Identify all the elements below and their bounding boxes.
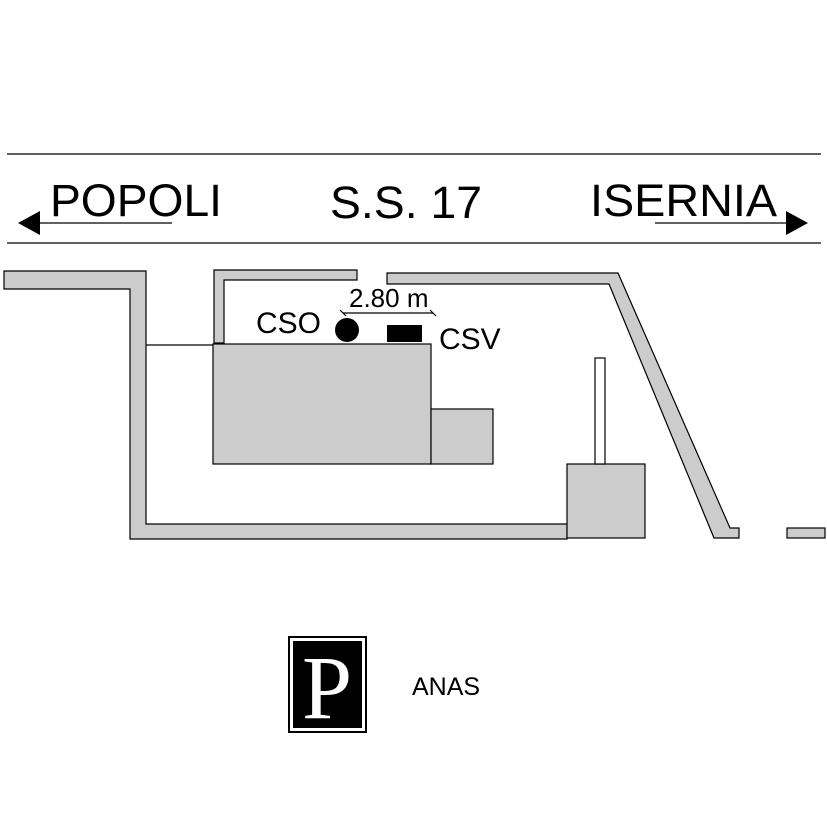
pole [594, 357, 606, 465]
org-label: ANAS [412, 673, 480, 701]
cso-marker-icon [335, 318, 359, 342]
csv-label: CSV [439, 323, 501, 356]
boundary-wall-segment [786, 527, 826, 539]
boundary-wall-left [3, 270, 568, 540]
logo-glyph: P [302, 639, 352, 738]
left-arrow-icon [18, 211, 172, 235]
main-building [212, 343, 432, 465]
direction-isernia: ISERNIA [590, 175, 777, 226]
distance-label: 2.80 m [349, 283, 429, 313]
right-arrow-icon [655, 211, 808, 235]
building-annex [430, 408, 494, 465]
csv-marker-icon [387, 325, 422, 342]
road-name: S.S. 17 [330, 177, 482, 228]
corner-building [566, 463, 646, 539]
boundary-wall-right [386, 272, 740, 539]
distance-dimension [339, 309, 437, 317]
cso-label: CSO [256, 307, 321, 340]
anas-logo: P [288, 636, 367, 738]
direction-popoli: POPOLI [50, 175, 222, 226]
boundary-wall-gate-left [213, 269, 358, 344]
